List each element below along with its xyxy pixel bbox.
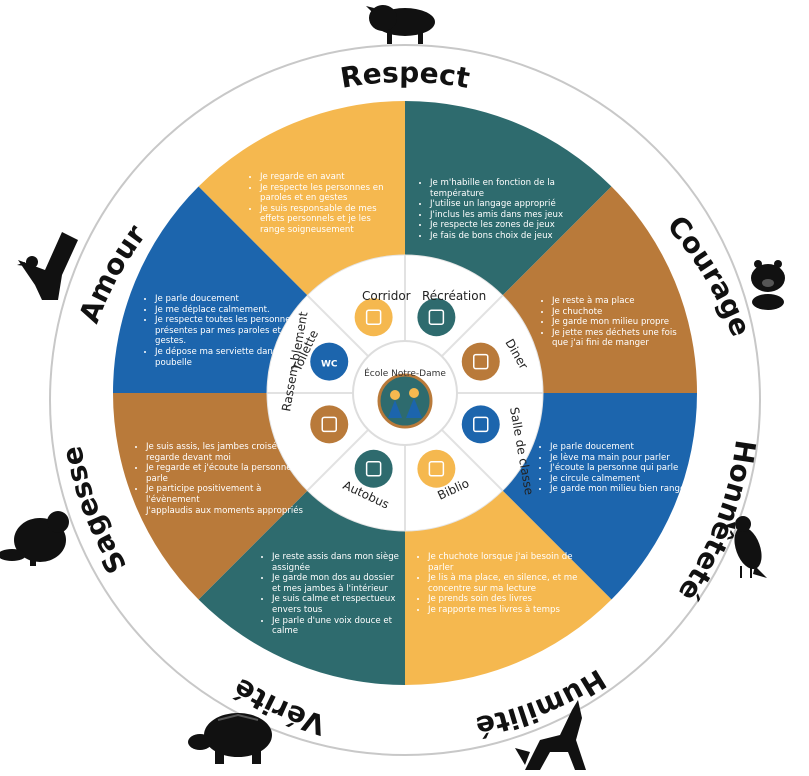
rule-item: Je lis à ma place, en silence, et me con… xyxy=(428,573,578,594)
sector-4 xyxy=(405,490,612,685)
rules-toilette: Je parle doucementJe me déplace calmemen… xyxy=(145,294,303,374)
rule-item: Je regarde et j'écoute la personne qui p… xyxy=(146,463,311,484)
rules-diner: Je reste à ma placeJe chuchoteJe garde m… xyxy=(542,296,687,366)
bear-icon xyxy=(751,260,785,310)
classroom-icon-glyph xyxy=(473,416,489,433)
rules-autobus: Je reste assis dans mon siège assignéeJe… xyxy=(262,552,402,642)
assembly-icon xyxy=(310,405,349,444)
rule-item: Je garde mon milieu propre xyxy=(552,317,687,328)
sector-3 xyxy=(502,393,697,600)
school-name: École Notre-Dame xyxy=(364,367,446,379)
slide-icon xyxy=(417,298,456,337)
ring-divider xyxy=(306,294,369,357)
rule-item: Je reste assis dans mon siège assignée xyxy=(272,552,402,573)
rule-item: J'applaudis aux moments appropriés xyxy=(146,506,311,517)
eagle-icon xyxy=(17,232,78,300)
rule-item: Je m'habille en fonction de la températu… xyxy=(430,178,605,199)
rule-item: Je me déplace calmement. xyxy=(155,305,303,316)
rule-item: Je fais de bons choix de jeux xyxy=(430,231,605,242)
turtle-icon xyxy=(188,713,272,764)
bus-icon xyxy=(354,449,393,488)
rules-recreation: Je m'habille en fonction de la températu… xyxy=(420,178,605,248)
rules-rassemblement: Je suis assis, les jambes croisées et je… xyxy=(136,442,311,512)
rule-item: Je respecte les zones de jeux xyxy=(430,220,605,231)
rule-item: Je suis calme et respectueux envers tous xyxy=(272,594,402,615)
sector-2 xyxy=(502,186,697,393)
rule-item: Je suis responsable de mes effets person… xyxy=(260,204,390,236)
rule-item: Je participe positivement à l'évènement xyxy=(146,484,311,505)
ring-divider xyxy=(441,429,504,492)
lunchbox-icon xyxy=(461,342,500,381)
slide-icon-glyph xyxy=(428,309,445,325)
rule-item: Je chuchote lorsque j'ai besoin de parle… xyxy=(428,552,578,573)
location-label-corridor: Corridor xyxy=(362,289,411,303)
sector-6 xyxy=(113,393,308,600)
wc-icon xyxy=(310,342,349,381)
rule-item: J'utilise un langage approprié xyxy=(430,199,605,210)
rule-item: Je suis assis, les jambes croisées et je… xyxy=(146,442,311,463)
rule-item: Je jette mes déchets une fois que j'ai f… xyxy=(552,328,687,349)
sector-0 xyxy=(198,101,405,296)
sector-1 xyxy=(405,101,612,296)
rules-salle-de-classe: Je parle doucementJe lève ma main pour p… xyxy=(540,442,690,512)
assembly-icon-glyph xyxy=(321,416,337,433)
rule-item: Je chuchote xyxy=(552,307,687,318)
location-label-recreation: Récréation xyxy=(422,289,486,303)
corridor-icon-glyph xyxy=(365,309,382,325)
sector-7 xyxy=(113,186,308,393)
rule-item: Je dépose ma serviette dans la poubelle xyxy=(155,347,303,368)
rule-item: Je regarde en avant xyxy=(260,172,390,183)
rule-item: J'inclus les amis dans mes jeux xyxy=(430,210,605,221)
books-icon xyxy=(417,449,456,488)
rule-item: Je garde mon milieu bien rangé xyxy=(550,484,690,495)
wolf-icon xyxy=(515,700,586,770)
rule-item: J'écoute la personne qui parle xyxy=(550,463,690,474)
books-icon-glyph xyxy=(428,461,445,477)
beaver-icon xyxy=(0,511,69,566)
corridor-icon xyxy=(354,298,393,337)
ring-divider xyxy=(306,429,369,492)
rule-item: Je reste à ma place xyxy=(552,296,687,307)
rule-item: Je lève ma main pour parler xyxy=(550,453,690,464)
rule-item: Je parle doucement xyxy=(550,442,690,453)
rule-item: Je garde mon dos au dossier et mes jambe… xyxy=(272,573,402,594)
rule-item: Je respecte toutes les personnes présent… xyxy=(155,315,303,347)
ring-divider xyxy=(441,294,504,357)
rule-item: Je parle d'une voix douce et calme xyxy=(272,616,402,637)
sector-5 xyxy=(198,490,405,685)
classroom-icon xyxy=(461,405,500,444)
rule-item: Je prends soin des livres xyxy=(428,594,578,605)
bus-icon-glyph xyxy=(365,461,382,477)
lunchbox-icon-glyph xyxy=(473,353,489,370)
rule-item: Je respecte les personnes en paroles et … xyxy=(260,183,390,204)
rule-item: Je parle doucement xyxy=(155,294,303,305)
wc-icon-text: WC xyxy=(321,360,338,370)
raven-icon xyxy=(723,516,767,578)
bison-icon xyxy=(366,5,435,44)
rule-item: Je rapporte mes livres à temps xyxy=(428,605,578,616)
rules-biblio: Je chuchote lorsque j'ai besoin de parle… xyxy=(418,552,578,622)
school-logo xyxy=(377,373,433,429)
rule-item: Je circule calmement xyxy=(550,474,690,485)
rules-corridor: Je regarde en avantJe respecte les perso… xyxy=(250,172,390,252)
